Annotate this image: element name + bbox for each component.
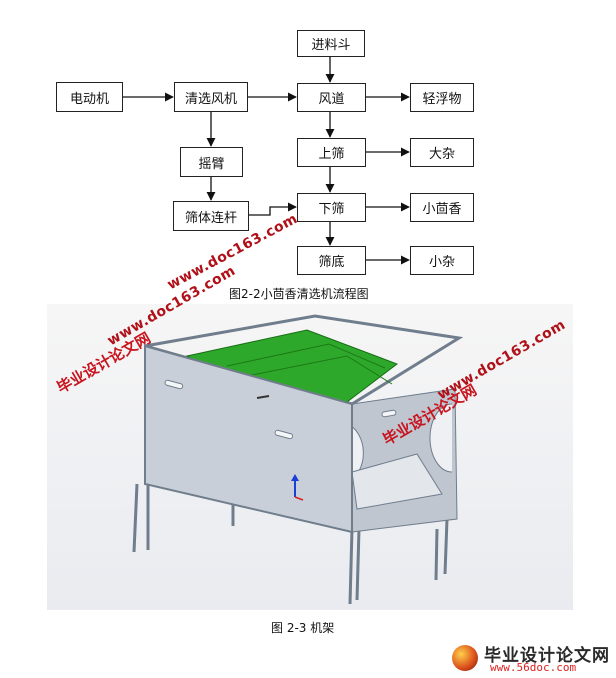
node-label: 清选风机	[184, 91, 237, 107]
frame-model-image	[132, 314, 464, 605]
site-logo: 毕业设计论文网 www.56doc.com	[446, 641, 614, 677]
figure-caption: 图 2-3 机架	[271, 621, 335, 635]
node-label: 小杂	[428, 255, 455, 270]
node-upper-sieve: 上筛	[297, 138, 366, 167]
node-label: 筛底	[318, 255, 345, 270]
inner-chute	[351, 453, 443, 510]
node-small-impurity: 小杂	[410, 246, 474, 275]
node-linkage: 筛体连杆	[173, 201, 249, 231]
node-rocker: 摇臂	[180, 147, 243, 177]
logo-title: 毕业设计论文网	[484, 646, 610, 666]
node-duct: 风道	[297, 83, 366, 112]
node-large-impurity: 大杂	[410, 138, 474, 167]
node-motor: 电动机	[56, 82, 123, 112]
axis-arrow	[291, 474, 299, 481]
node-fan: 清选风机	[174, 82, 248, 112]
node-label: 大杂	[428, 147, 455, 162]
leg-back-right-b	[443, 518, 449, 575]
node-label: 小茴香	[422, 202, 462, 217]
node-label: 上筛	[318, 147, 345, 162]
node-label: 下筛	[318, 202, 345, 217]
leg-front-right	[355, 528, 361, 601]
slot-left	[164, 379, 184, 390]
slot-center	[274, 429, 294, 440]
front-panel	[144, 344, 353, 534]
node-fennel: 小茴香	[410, 193, 474, 222]
slot-right	[381, 409, 397, 418]
leg-front-mid	[348, 528, 354, 605]
flowchart-arrows	[123, 57, 410, 265]
node-label: 轻浮物	[422, 92, 462, 107]
logo-icon	[452, 645, 478, 671]
leg-back-right-a	[434, 528, 439, 581]
handle-mark	[256, 395, 270, 399]
node-light-matter: 轻浮物	[410, 83, 474, 112]
axis-x	[294, 496, 304, 501]
cutout-right	[429, 403, 453, 473]
leg-back-left	[132, 483, 139, 553]
node-lower-sieve: 下筛	[297, 193, 366, 222]
node-label: 电动机	[69, 91, 109, 107]
node-label: 摇臂	[198, 156, 225, 172]
node-label: 风道	[318, 92, 345, 107]
flowchart-caption: 图2-2小茴香清选机流程图	[229, 287, 369, 301]
arrow-linkage-lower	[249, 202, 297, 216]
node-hopper: 进料斗	[297, 30, 365, 57]
node-sieve-bottom: 筛底	[297, 246, 366, 275]
frame-render-panel: 毕业设计论文网 www.doc163.com 毕业设计论文网 www.doc16…	[47, 263, 573, 610]
logo-url: www.56doc.com	[490, 661, 577, 674]
node-label: 进料斗	[311, 38, 351, 53]
node-label: 筛体连杆	[184, 210, 237, 226]
